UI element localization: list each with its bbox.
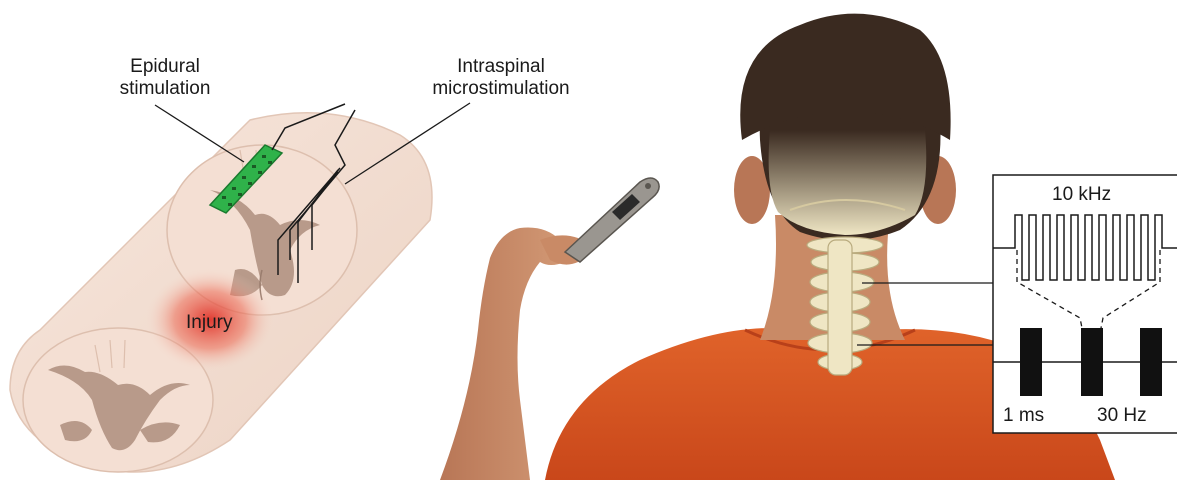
- intraspinal-label-line2: microstimulation: [408, 78, 594, 100]
- burst-frequency-label: 30 Hz: [1097, 405, 1147, 427]
- spinal-cord-diagram: [10, 103, 470, 472]
- pulse-1: [1020, 328, 1042, 396]
- epidural-stimulation-label: Epidural stimulation: [100, 56, 230, 100]
- pulse-2: [1081, 328, 1103, 396]
- intraspinal-label-line1: Intraspinal: [408, 56, 594, 78]
- epidural-label-line2: stimulation: [100, 78, 230, 100]
- epidural-label-line1: Epidural: [100, 56, 230, 78]
- injury-label: Injury: [186, 312, 232, 334]
- pulse-width-label: 1 ms: [1003, 405, 1044, 427]
- handheld-stimulator: [565, 178, 659, 262]
- skull: [769, 130, 927, 235]
- pulse-3: [1140, 328, 1162, 396]
- epidural-leader: [155, 105, 244, 162]
- intraspinal-microstimulation-label: Intraspinal microstimulation: [408, 56, 594, 100]
- waveform-inset: [993, 175, 1177, 433]
- arm: [440, 228, 569, 480]
- carrier-frequency-label: 10 kHz: [1052, 184, 1111, 206]
